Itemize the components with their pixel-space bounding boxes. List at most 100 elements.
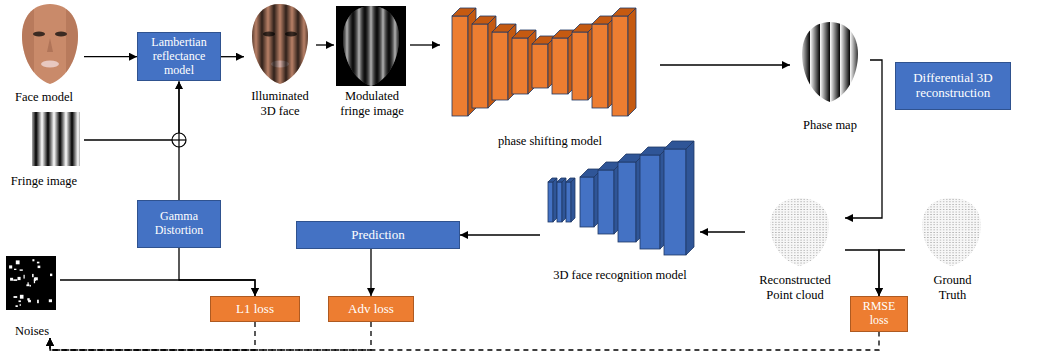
layer-front [664,149,686,255]
image-node: Ground Truth [905,196,1000,302]
image-node: Noises [4,254,60,338]
illustration-part [66,4,80,84]
connector [660,64,790,65]
connector [50,332,879,350]
noise-speck [9,265,12,268]
illustration-part [55,32,67,37]
image-caption: Illuminated 3D face [244,89,316,118]
noise-speck [49,299,52,302]
illustration-part [33,32,45,37]
layer-front [640,155,660,249]
modulated-fringe-background [336,6,406,86]
noise-speck [20,269,23,270]
layer-front [572,32,588,100]
layer-side [553,178,557,222]
illustration-part [41,61,59,68]
box-label: L1 loss [236,302,274,317]
layer-front [592,24,608,108]
illuminated-face-image [250,4,310,84]
layer-front [598,170,614,234]
connector [221,56,244,57]
noise-speck [38,266,41,269]
image-caption: Fringe image [4,174,84,188]
connector [50,322,255,350]
noise-speck [16,260,20,264]
connector [84,81,179,140]
image-caption: Modulated fringe image [334,89,410,118]
image-node: Face model [4,4,84,104]
layer-front [492,32,508,100]
illustration-part [172,133,186,147]
connector [50,322,371,350]
ground-truth-point-cloud [920,198,983,266]
noise-speck [50,274,52,277]
process-box: Gamma Distortion [137,200,221,248]
fringe-pattern [32,112,80,166]
loss-box: RMSE loss [850,296,908,332]
point-cloud-image [768,198,831,266]
noise-speck [19,300,21,302]
box-label: Differential 3D reconstruction [901,71,1005,101]
noise-speck [14,269,16,270]
box-label: RMSE loss [856,300,902,328]
connector [845,250,879,296]
box-label: Lambertian reflectance model [143,36,215,77]
layer-front [532,44,548,88]
layer-front [612,16,628,116]
phase-shifting-network [452,8,636,116]
image-caption: phase shifting model [440,134,660,148]
noise-speck [30,285,31,287]
image-caption: Ground Truth [922,273,984,302]
process-box: Lambertian reflectance model [137,32,221,81]
noise-image [6,256,56,310]
illustration-part [20,4,34,84]
noise-speck [34,279,35,283]
noise-speck [13,279,17,281]
layer-front [618,162,636,242]
image-caption: Noises [4,324,60,338]
noise-speck [10,278,13,281]
illustration-part [341,6,401,86]
box-label: Prediction [351,228,404,243]
noise-specks [9,259,52,307]
loss-box: L1 loss [210,296,300,322]
box-label: Adv loss [348,302,394,317]
layer-front [472,24,488,108]
layer-front [557,182,562,222]
noise-speck [32,274,34,277]
connector [370,249,371,296]
layer-side [562,178,566,222]
connector [845,60,882,218]
box-label: Gamma Distortion [143,210,215,238]
noise-speck [32,259,34,261]
image-caption: Face model [4,90,84,104]
noise-speck [18,277,21,280]
image-node: Reconstructed Point cloud [745,196,845,302]
modulated-fringe-image [341,6,401,86]
noise-speck [14,296,18,298]
illustration-part [178,133,179,147]
connector [179,248,255,296]
illustration-part [250,4,310,84]
noise-speck [20,304,21,306]
illustration-part [341,6,401,86]
noise-speck [37,262,40,264]
illustration-part [250,4,310,84]
noise-speck [26,284,29,286]
layer-front [548,182,553,222]
image-node: Modulated fringe image [334,4,410,118]
face-model-image [20,4,80,84]
connector [410,44,440,45]
illustration-part [800,22,860,102]
phase-map-image [800,22,860,102]
layer-front [566,182,571,222]
process-box: Prediction [296,221,460,249]
image-caption: 3D face recognition model [540,268,700,282]
process-box: Differential 3D reconstruction [895,62,1011,110]
illustration-part [341,6,401,86]
layer-front [580,177,594,227]
layer-side [686,141,694,255]
illustration-part [47,38,53,52]
illustration-part [920,198,983,266]
